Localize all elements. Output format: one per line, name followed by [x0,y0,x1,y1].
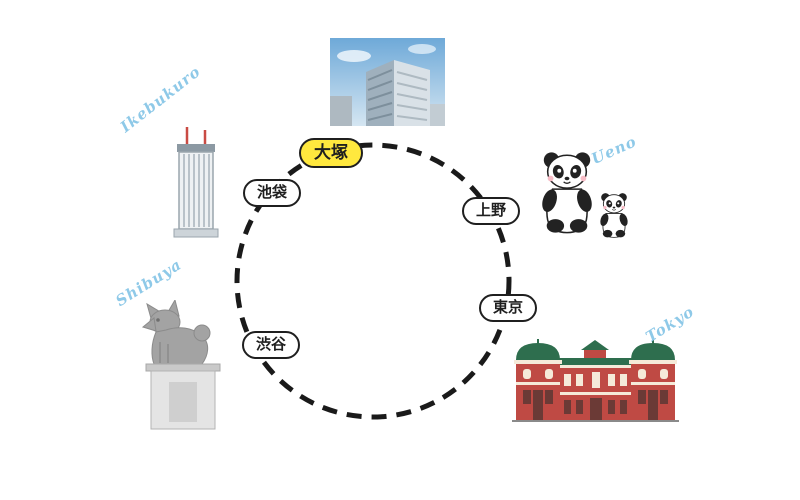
otsuka-photo [330,38,445,126]
ikebukuro-landmark [165,124,225,238]
shibuya-landmark [138,300,228,432]
station-label-otsuka: 大塚 [299,138,363,169]
tokyo-landmark [508,338,683,422]
dog-statue-icon [141,300,221,430]
station-label-ueno: 上野 [462,197,521,225]
station-label-tokyo: 東京 [479,294,538,322]
red-brick-station-icon [512,339,679,422]
panda-cub-icon [598,192,630,238]
station-label-shibuya: 渋谷 [242,331,301,359]
station-label-ikebukuro: 池袋 [243,179,302,207]
highrise-photo-icon [330,38,445,126]
ueno-landmark [538,150,634,240]
panda-parent-icon [538,150,596,234]
skyscraper-icon [173,127,219,238]
